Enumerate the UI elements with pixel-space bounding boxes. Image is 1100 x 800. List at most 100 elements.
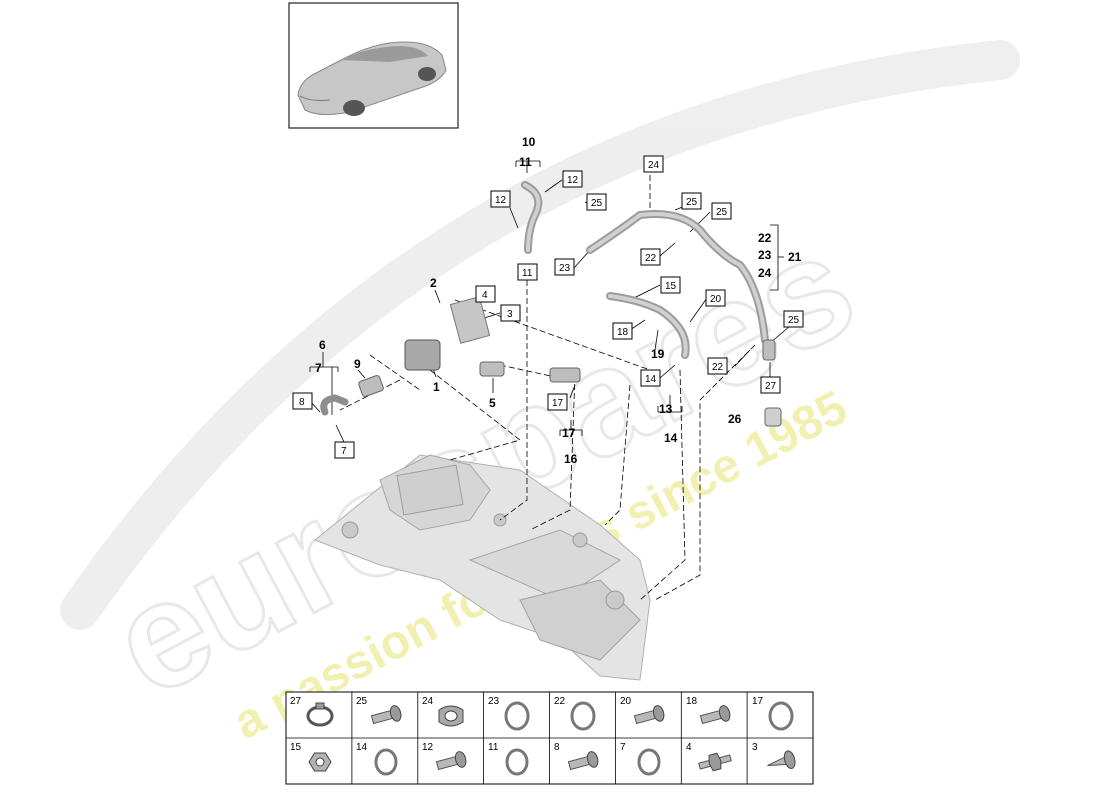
car-icon — [297, 41, 447, 116]
callout-21: 21 — [788, 250, 802, 264]
table-cell-label: 23 — [488, 696, 500, 707]
svg-text:25: 25 — [591, 198, 603, 209]
svg-text:8: 8 — [299, 397, 305, 408]
nut-icon — [308, 752, 332, 772]
table-cell-label: 22 — [554, 696, 566, 707]
o-ring-icon — [374, 748, 398, 776]
callout-labels: 10 11 2 1 5 6 7 9 22 23 24 21 19 13 14 1… — [315, 135, 802, 466]
callout-26: 26 — [728, 412, 742, 426]
svg-text:25: 25 — [716, 207, 728, 218]
callout-22-right: 22 — [758, 231, 772, 245]
svg-text:20: 20 — [710, 294, 722, 305]
bracket-part-2 — [449, 296, 491, 344]
svg-text:24: 24 — [648, 160, 660, 171]
table-cell-label: 4 — [686, 742, 692, 753]
callout-6: 6 — [319, 338, 326, 352]
callout-5: 5 — [489, 396, 496, 410]
box-callout-25a: 25 — [681, 192, 702, 210]
table-cell-label: 18 — [686, 696, 698, 707]
box-callout-23: 23 — [554, 258, 575, 276]
svg-text:25: 25 — [686, 197, 698, 208]
svg-text:15: 15 — [665, 281, 677, 292]
valve-part-1 — [404, 339, 441, 371]
o-ring-icon — [768, 701, 794, 731]
box-callout-12b: 12 — [490, 190, 511, 208]
table-cell-label: 11 — [488, 742, 499, 753]
o-ring-icon — [570, 701, 596, 731]
box-callout-24: 24 — [643, 155, 664, 173]
table-cell-label: 12 — [422, 742, 434, 753]
o-ring-icon — [504, 701, 530, 731]
box-callout-27: 27 — [760, 376, 781, 394]
box-callout-25d: 25 — [783, 310, 804, 328]
svg-text:12: 12 — [495, 195, 507, 206]
callout-23-right: 23 — [758, 248, 772, 262]
callout-16: 16 — [564, 452, 578, 466]
callout-2: 2 — [430, 276, 437, 290]
stud-icon — [698, 752, 732, 772]
callout-9: 9 — [354, 357, 361, 371]
callout-7: 7 — [315, 361, 322, 375]
hose-assembly — [320, 181, 782, 427]
o-ring-icon — [505, 748, 529, 776]
callout-24-right: 24 — [758, 266, 772, 280]
hose-part-9 — [358, 375, 384, 397]
svg-text:4: 4 — [482, 290, 488, 301]
box-callout-22b: 22 — [707, 357, 728, 375]
box-callout-14a: 14 — [640, 369, 661, 387]
callout-1: 1 — [433, 380, 440, 394]
callout-11: 11 — [519, 155, 532, 169]
svg-text:23: 23 — [559, 263, 571, 274]
svg-text:17: 17 — [552, 398, 564, 409]
boxed-callouts: 12 12 11 24 25 25 25 22 23 4 3 15 20 18 … — [292, 155, 804, 459]
box-callout-18: 18 — [612, 322, 633, 340]
box-callout-11b: 11 — [517, 263, 538, 281]
engine-block-illustration — [314, 454, 651, 681]
box-callout-12a: 12 — [562, 170, 583, 188]
bolt-icon — [633, 705, 665, 725]
svg-text:3: 3 — [507, 309, 513, 320]
table-cell-label: 20 — [620, 696, 632, 707]
connector-part-16 — [549, 367, 581, 383]
table-cell-label: 8 — [554, 742, 560, 753]
box-callout-15: 15 — [660, 276, 681, 294]
connector-part-6 — [320, 394, 349, 416]
svg-text:14: 14 — [645, 374, 657, 385]
svg-text:22: 22 — [712, 362, 724, 373]
svg-text:7: 7 — [341, 446, 347, 457]
svg-text:12: 12 — [567, 175, 579, 186]
callout-17: 17 — [562, 426, 576, 440]
table-cell-label: 7 — [620, 742, 626, 753]
screw-icon — [767, 750, 796, 769]
svg-text:18: 18 — [617, 327, 629, 338]
box-callout-3: 3 — [500, 304, 521, 322]
table-cell-label: 3 — [752, 742, 758, 753]
leader-lines — [339, 175, 756, 601]
table-cell-label: 15 — [290, 742, 302, 753]
svg-text:22: 22 — [645, 253, 657, 264]
box-callout-25c: 25 — [711, 202, 732, 220]
box-callout-17a: 17 — [547, 393, 568, 411]
table-cell-label: 17 — [752, 696, 764, 707]
clip-icon — [438, 705, 464, 727]
bolt-icon — [435, 751, 467, 771]
table-cell-label: 27 — [290, 696, 302, 707]
bolt-icon — [699, 705, 731, 725]
callout-19: 19 — [651, 347, 665, 361]
table-cell-label: 25 — [356, 696, 368, 707]
callout-13: 13 — [659, 402, 673, 416]
bolt-icon — [567, 751, 599, 771]
table-cell-label: 24 — [422, 696, 434, 707]
box-callout-20: 20 — [705, 289, 726, 307]
part-26-cap — [764, 407, 782, 427]
box-callout-25b: 25 — [586, 193, 607, 211]
callout-10: 10 — [522, 135, 536, 149]
vehicle-thumbnail — [288, 2, 459, 129]
box-callout-7b: 7 — [334, 441, 355, 459]
hose-end — [762, 339, 776, 361]
box-callout-4: 4 — [475, 285, 496, 303]
hose-clamp-icon — [306, 702, 334, 727]
svg-text:25: 25 — [788, 315, 800, 326]
watermark-swoosh — [60, 40, 1020, 630]
